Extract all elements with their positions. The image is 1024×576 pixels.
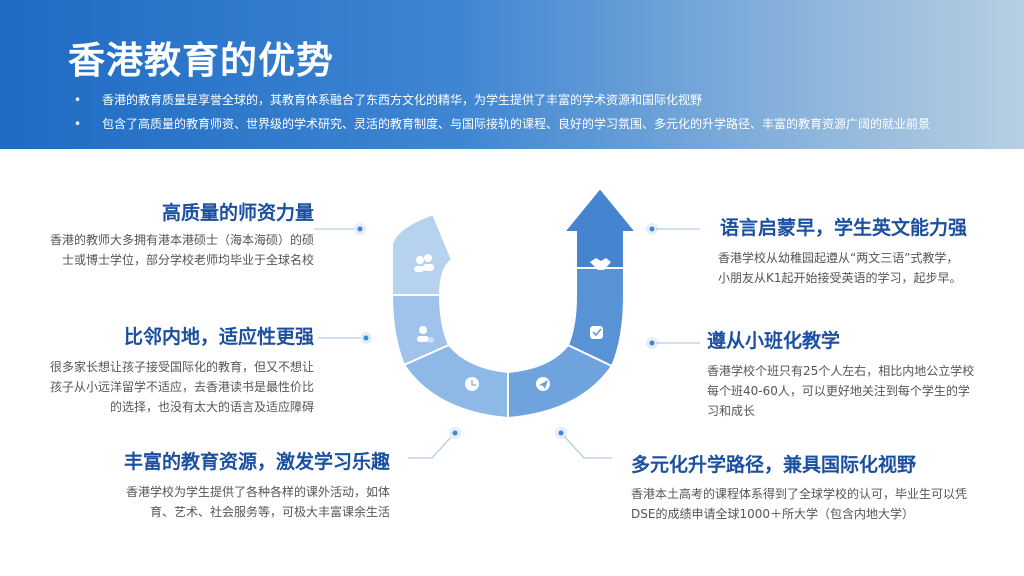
- task-icon: [590, 326, 603, 339]
- connector-teachers: [314, 223, 366, 235]
- desc-language: 香港学校从幼稚园起遵从“两文三语”式教学， 小朋友从K1起开始接受英语的学习，起…: [718, 248, 1008, 288]
- band-segment-6-arrow: [561, 186, 639, 269]
- desc-line: 香港学校为学生提供了各种各样的课外活动，如体: [125, 485, 390, 499]
- desc-teachers: 香港的教师大多拥有港本港硕士（海本海硕）的硕 士或博士学位，部分学校老师均毕业于…: [14, 230, 314, 270]
- band-segment-1: [391, 212, 454, 296]
- bullet-item: • 包含了高质量的教育师资、世界级的学术研究、灵活的教育制度、与国际接轨的课程、…: [74, 112, 1014, 136]
- user-icon: [417, 326, 434, 343]
- desc-smallclass: 香港学校个班只有25个人左右，相比内地公立学校 每个班40-60人，可以更好地关…: [707, 361, 1007, 421]
- desc-line: 的选择，也没有太大的语言及适应障碍: [109, 400, 314, 414]
- heading-proximity: 比邻内地，适应性更强: [123, 326, 314, 348]
- u-arrow-diagram: [314, 186, 700, 459]
- connector-language: [646, 223, 700, 235]
- band-segment-4: [507, 343, 614, 420]
- connector-smallclass: [646, 337, 700, 349]
- u-band: [390, 186, 639, 420]
- heading-language: 语言启蒙早，学生英文能力强: [720, 217, 968, 239]
- desc-proximity: 很多家长想让孩子接受国际化的教育，但又不想让 孩子从小远洋留学不适应，去香港读书…: [14, 357, 314, 417]
- connector-resources: [408, 427, 461, 459]
- heading-teachers: 高质量的师资力量: [161, 202, 314, 224]
- desc-line: 香港学校个班只有25个人左右，相比内地公立学校: [707, 364, 975, 378]
- heading-pathways: 多元化升学路径，兼具国际化视野: [631, 454, 917, 476]
- bullet-text: 香港的教育质量是享誉全球的，其教育体系融合了东西方文化的精华，为学生提供了丰富的…: [102, 93, 703, 107]
- desc-pathways: 香港本土高考的课程体系得到了全球学校的认可，毕业生可以凭 DSE的成绩申请全球1…: [631, 484, 1011, 524]
- page-title: 香港教育的优势: [68, 39, 334, 82]
- desc-line: 育、艺术、社会服务等，可极大丰富课余生活: [149, 505, 390, 519]
- desc-line: 习和成长: [707, 404, 756, 418]
- handshake-icon: [590, 258, 611, 270]
- bullet-item: • 香港的教育质量是享誉全球的，其教育体系融合了东西方文化的精华，为学生提供了丰…: [74, 88, 1014, 112]
- desc-line: 每个班40-60人，可以更好地关注到每个学生的学: [707, 384, 970, 398]
- desc-line: 很多家长想让孩子接受国际化的教育，但又不想让: [49, 360, 314, 374]
- heading-smallclass: 遵从小班化教学: [707, 330, 841, 352]
- connector-pathways: [555, 427, 612, 459]
- band-segment-5: [566, 267, 625, 368]
- clock-icon: [465, 377, 479, 391]
- desc-line: 香港的教师大多拥有港本港硕士（海本海硕）的硕: [49, 233, 314, 247]
- people-icon: [414, 254, 434, 272]
- desc-line: 香港本土高考的课程体系得到了全球学校的认可，毕业生可以凭: [631, 487, 968, 501]
- desc-line: 小朋友从K1起开始接受英语的学习，起步早。: [718, 271, 962, 285]
- send-icon: [536, 377, 550, 391]
- bullet-dot: •: [74, 93, 82, 107]
- bullet-text: 包含了高质量的教育师资、世界级的学术研究、灵活的教育制度、与国际接轨的课程、良好…: [102, 117, 931, 131]
- bullet-dot: •: [74, 117, 82, 131]
- heading-resources: 丰富的教育资源，激发学习乐趣: [123, 451, 390, 473]
- header-banner: 香港教育的优势 • 香港的教育质量是享誉全球的，其教育体系融合了东西方文化的精华…: [0, 0, 1024, 149]
- desc-line: DSE的成绩申请全球1000＋所大学（包含内地大学）: [631, 507, 914, 521]
- desc-line: 香港学校从幼稚园起遵从“两文三语”式教学，: [718, 251, 959, 265]
- connector-proximity: [318, 332, 372, 344]
- desc-resources: 香港学校为学生提供了各种各样的课外活动，如体 育、艺术、社会服务等，可极大丰富课…: [90, 482, 390, 522]
- desc-line: 孩子从小远洋留学不适应，去香港读书是最性价比: [49, 380, 314, 394]
- desc-line: 士或博士学位，部分学校老师均毕业于全球名校: [61, 253, 314, 267]
- intro-bullets: • 香港的教育质量是享誉全球的，其教育体系融合了东西方文化的精华，为学生提供了丰…: [74, 88, 1014, 136]
